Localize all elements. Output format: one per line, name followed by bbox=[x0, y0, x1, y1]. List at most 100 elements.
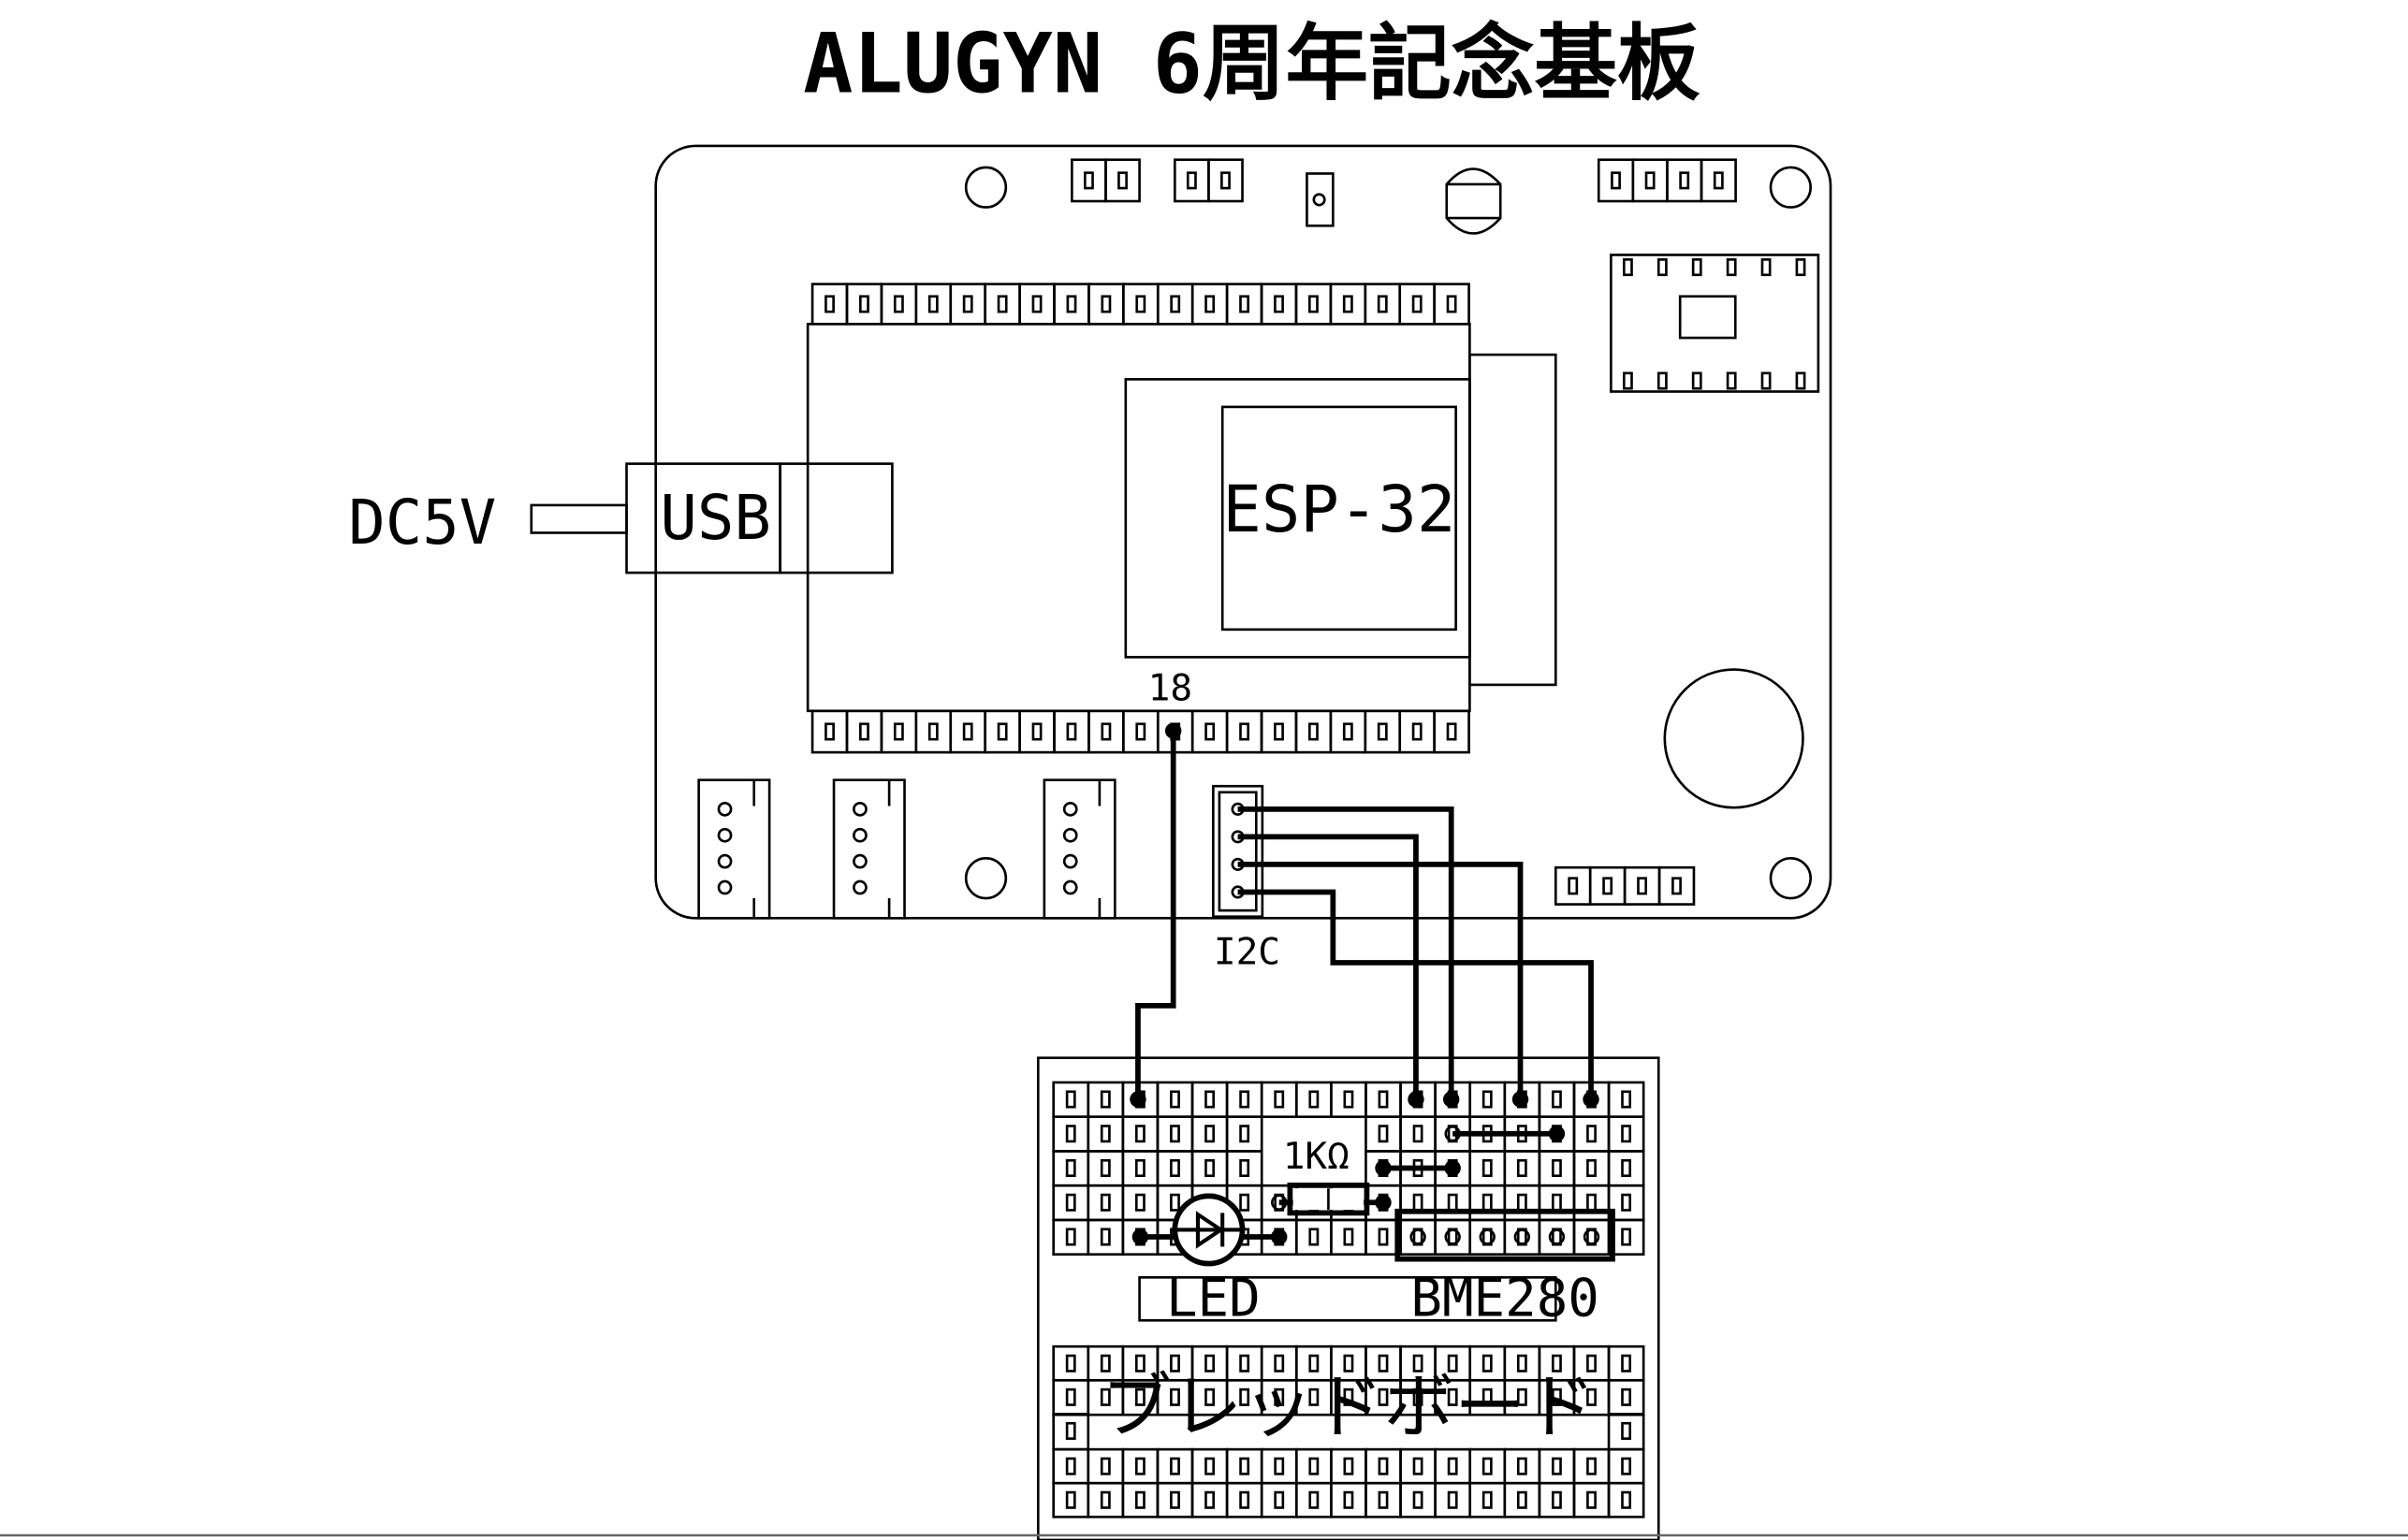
breadboard-cell bbox=[1538, 1150, 1576, 1187]
bme280-pin bbox=[1409, 1228, 1426, 1245]
esp32-shield bbox=[1124, 378, 1471, 659]
bme280-pin bbox=[1444, 1228, 1461, 1245]
pin-hole bbox=[1586, 1490, 1597, 1509]
esp32-header-top bbox=[845, 283, 883, 326]
pin-hole bbox=[1713, 171, 1724, 190]
pin-hole bbox=[1220, 171, 1231, 190]
breadboard-cell bbox=[1260, 1481, 1298, 1518]
pin-hole bbox=[1134, 1125, 1146, 1143]
pin-hole bbox=[1412, 1125, 1423, 1143]
pin-hole bbox=[1568, 877, 1579, 895]
pin-hole bbox=[1239, 1125, 1250, 1143]
led-end bbox=[1131, 1228, 1149, 1245]
breadboard-cell bbox=[1607, 1447, 1645, 1485]
wire-end bbox=[1164, 722, 1182, 739]
pin-hole bbox=[1516, 1354, 1527, 1373]
mounting-hole bbox=[964, 857, 1008, 900]
breadboard-cell bbox=[1538, 1481, 1576, 1518]
breadboard-cell bbox=[1330, 1481, 1367, 1518]
breadboard-cell bbox=[1607, 1150, 1645, 1187]
pin-hole bbox=[1100, 1228, 1111, 1246]
breadboard-cell bbox=[1087, 1115, 1125, 1153]
pin-hole bbox=[1100, 1354, 1111, 1373]
pin-hole bbox=[893, 295, 904, 313]
esp32-header-bottom bbox=[845, 709, 883, 754]
breadboard-cell bbox=[1365, 1481, 1402, 1518]
bme280-pin bbox=[1548, 1228, 1566, 1245]
pin-hole bbox=[1065, 1387, 1076, 1406]
pin-hole bbox=[1100, 1457, 1111, 1475]
breadboard-cell bbox=[1399, 1481, 1437, 1518]
pin-hole bbox=[1239, 1158, 1250, 1178]
header-4pin bbox=[1666, 158, 1703, 203]
pin-hole bbox=[1447, 1490, 1458, 1509]
breadboard-cell bbox=[1156, 1081, 1194, 1119]
esp32-chip bbox=[1220, 405, 1457, 632]
pin-hole bbox=[1100, 1490, 1111, 1509]
pin-hole bbox=[1644, 171, 1656, 190]
breadboard-cell bbox=[1294, 1481, 1333, 1518]
pin-hole bbox=[1481, 1090, 1493, 1109]
pin-hole bbox=[1239, 1457, 1250, 1475]
pin-hole bbox=[1343, 1090, 1354, 1109]
i2c-pin bbox=[1231, 857, 1245, 871]
breadboard-cell bbox=[1260, 1447, 1298, 1485]
header-2pin bbox=[1071, 158, 1107, 203]
pin-hole bbox=[1101, 295, 1112, 313]
pin-hole bbox=[1481, 1457, 1493, 1475]
pin-hole bbox=[1611, 171, 1621, 190]
pin-hole bbox=[1621, 1490, 1632, 1509]
wire-end bbox=[1583, 1091, 1599, 1108]
pin-hole bbox=[1621, 1193, 1632, 1212]
breadboard-cell bbox=[1121, 1184, 1160, 1222]
breadboard-cell bbox=[1468, 1081, 1507, 1119]
pin-hole bbox=[1586, 1193, 1597, 1212]
led-end bbox=[1271, 1228, 1288, 1245]
esp32-header-bottom bbox=[1364, 709, 1402, 754]
pin-hole bbox=[997, 722, 1008, 741]
breadboard-cell bbox=[1365, 1081, 1402, 1119]
esp32-header-bottom bbox=[1398, 709, 1436, 754]
breadboard-cell bbox=[1225, 1150, 1263, 1187]
esp32-header-top bbox=[1053, 283, 1090, 326]
header-2pin bbox=[1104, 158, 1141, 203]
pin-hole bbox=[1031, 722, 1043, 741]
pin-hole bbox=[1552, 1457, 1562, 1475]
grove-pin bbox=[717, 827, 733, 843]
pin-hole bbox=[1134, 1490, 1146, 1509]
grove-pin bbox=[853, 853, 868, 869]
header-4pin bbox=[1631, 158, 1669, 203]
pin-hole bbox=[1552, 1158, 1562, 1178]
pin-hole bbox=[962, 295, 973, 313]
breadboard-cell bbox=[1330, 1218, 1367, 1257]
pin-hole bbox=[1204, 722, 1216, 741]
wire-i2c bbox=[1237, 834, 1419, 1099]
pin-hole bbox=[1101, 722, 1112, 741]
pin-hole bbox=[1204, 1090, 1215, 1109]
header-2pin bbox=[1174, 158, 1210, 203]
breadboard-cell bbox=[1121, 1115, 1160, 1153]
pin-hole bbox=[1516, 1387, 1527, 1406]
breadboard-cell bbox=[1572, 1115, 1611, 1153]
pin-hole bbox=[1170, 1354, 1180, 1373]
breadboard-cell bbox=[1052, 1447, 1090, 1485]
pin-hole bbox=[1621, 1457, 1632, 1475]
esp32-header-bottom bbox=[1053, 709, 1090, 754]
breadboard-cell bbox=[1052, 1081, 1090, 1119]
esp32-header-top bbox=[1225, 283, 1263, 326]
breadboard-cell bbox=[1121, 1150, 1160, 1187]
pin-hole bbox=[1412, 1387, 1423, 1406]
breadboard-cell bbox=[1087, 1447, 1125, 1485]
breadboard-cell bbox=[1330, 1447, 1367, 1485]
breadboard-cell bbox=[1503, 1184, 1541, 1222]
breadboard-cell bbox=[1572, 1481, 1611, 1518]
pin-hole bbox=[1204, 295, 1216, 313]
pin-hole bbox=[1084, 171, 1094, 190]
pin-hole bbox=[1031, 295, 1043, 313]
pin-hole bbox=[927, 295, 939, 313]
breadboard-cell bbox=[1607, 1218, 1645, 1257]
pin-hole bbox=[1065, 1193, 1076, 1212]
breadboard-cell bbox=[1434, 1481, 1472, 1518]
pin-hole bbox=[1274, 1354, 1285, 1373]
